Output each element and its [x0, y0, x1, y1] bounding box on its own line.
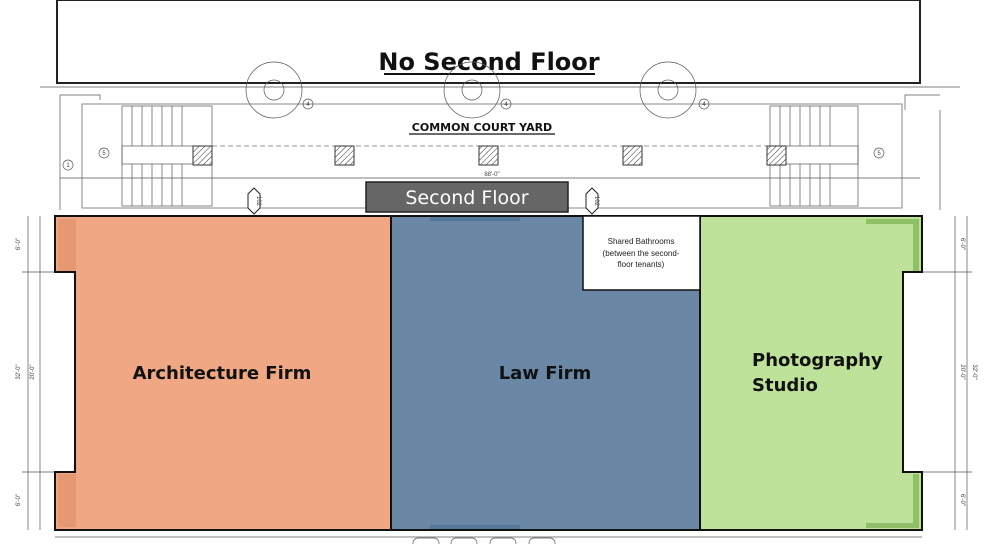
dimension-label: 20'-0": [30, 364, 36, 379]
column-tag-bubble: [698, 98, 710, 110]
grid-tag: 1: [66, 163, 70, 169]
door-tag-shape: [247, 187, 261, 215]
column-tag: 4: [306, 102, 310, 108]
dimension-label: 20'-0": [959, 364, 965, 379]
architecture-firm-label: Architecture Firm: [133, 363, 312, 384]
dimension-label: 32'-0": [971, 364, 977, 379]
stair-treads: [131, 106, 183, 206]
stair-tag: 5: [102, 151, 106, 157]
bathrooms-label-line2: (between the second-: [603, 249, 680, 258]
dimension-label: 6'-0": [959, 494, 965, 506]
courtyard-label: COMMON COURT YARD: [412, 121, 552, 134]
second-floor-box: [365, 181, 569, 213]
overall-dimension: 88'-0": [484, 172, 499, 178]
pier: [622, 145, 643, 166]
column-tag-bubble: [302, 98, 314, 110]
stair-tag-bubble: [873, 147, 885, 159]
room-photography-studio[interactable]: [699, 215, 923, 531]
photography-studio-label-line2: Studio: [752, 375, 818, 396]
dimension-label: 6'-0": [16, 494, 22, 506]
pier: [766, 145, 787, 166]
columns: 4 4 4: [245, 61, 710, 119]
door-tag-label: 102: [255, 196, 261, 207]
dimension-lines: [22, 216, 972, 530]
dimension-label: 6'-0": [959, 238, 965, 250]
bathrooms-label-line1: Shared Bathrooms: [608, 237, 675, 246]
shared-bathrooms[interactable]: [582, 215, 701, 291]
wall-hatching: [58, 217, 919, 529]
column-core: [263, 79, 285, 101]
column: [245, 61, 303, 119]
pier: [334, 145, 355, 166]
building-outline: [59, 94, 941, 210]
law-firm-label: Law Firm: [499, 363, 592, 384]
door-tag-shape: [585, 187, 599, 215]
pier: [478, 145, 499, 166]
photography-studio-label-line1: Photography: [752, 350, 883, 371]
bottom-fixtures: [412, 537, 556, 544]
no-second-floor-area: [56, 0, 921, 84]
stair-tag-bubble: [98, 147, 110, 159]
second-floor-label: Second Floor: [405, 187, 528, 209]
column-core: [657, 79, 679, 101]
column-core: [461, 79, 483, 101]
bathrooms-label-line3: floor tenants): [618, 260, 665, 269]
no-second-floor-title: No Second Floor: [378, 48, 599, 76]
column-tag: 4: [702, 102, 706, 108]
column: [443, 61, 501, 119]
door-tag-label: 102: [593, 196, 599, 207]
stairs-left: 5 1: [62, 105, 213, 207]
column-tag: 4: [504, 102, 508, 108]
grid-tag-bubble: [62, 159, 74, 171]
dimension-label: 6'-0": [16, 238, 22, 250]
stair-tag: 5: [877, 151, 881, 157]
dimension-label: 32'-0": [16, 364, 22, 379]
stair-treads: [779, 106, 831, 206]
stairs-right: 5: [769, 105, 885, 207]
column: [639, 61, 697, 119]
door-tag: 102: [585, 187, 599, 215]
hatched-piers: [192, 145, 787, 166]
column-tag-bubble: [500, 98, 512, 110]
pier: [192, 145, 213, 166]
door-tag: 102: [247, 187, 261, 215]
